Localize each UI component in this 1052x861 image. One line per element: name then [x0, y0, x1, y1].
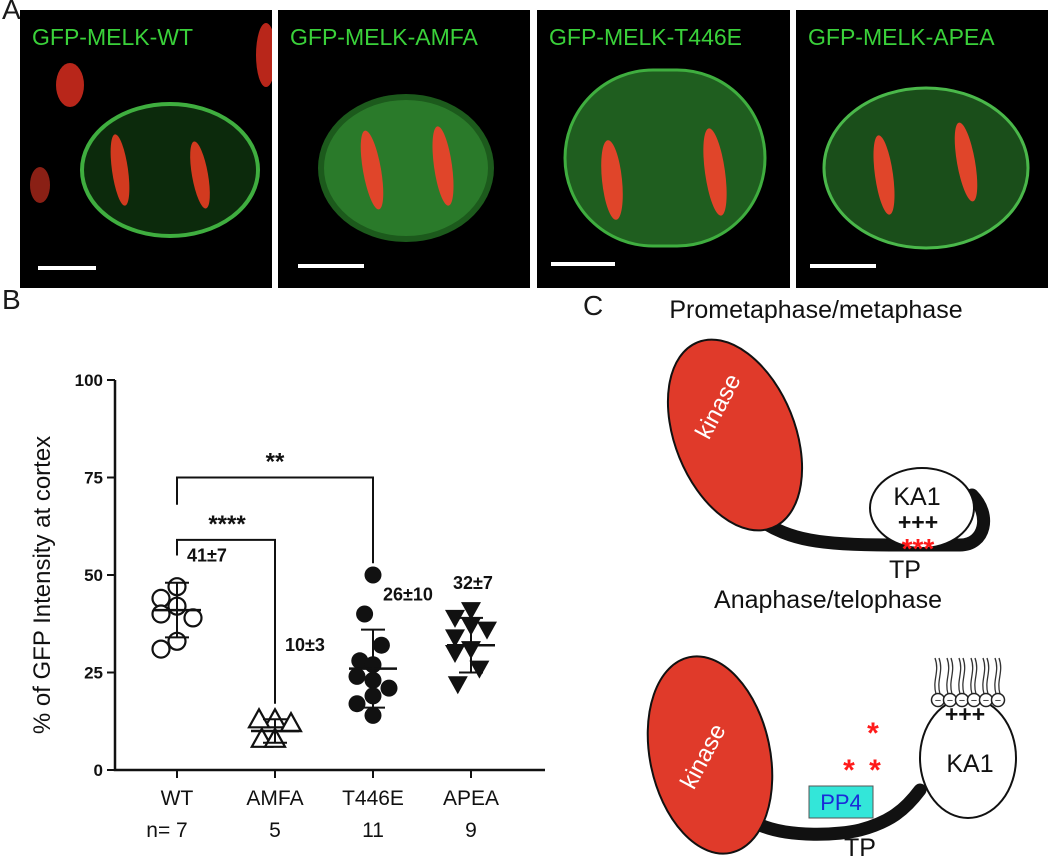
- lipid-head: [990, 692, 1006, 708]
- n-label: 11: [362, 819, 384, 842]
- model-diagram: Prometaphase/metaphase kinase KA1 +++ **…: [646, 296, 1017, 861]
- data-point: [372, 636, 390, 654]
- panel-b-letter: B: [2, 284, 21, 315]
- y-tick-label: 50: [84, 566, 103, 585]
- y-tick-label: 100: [75, 371, 103, 390]
- data-point: [151, 639, 171, 659]
- data-point: [445, 609, 465, 628]
- mean-sd-label: 32±7: [453, 573, 493, 593]
- significance-label: ****: [208, 511, 246, 538]
- data-point: [380, 679, 398, 697]
- cell-image: [30, 23, 272, 238]
- cell-image: [318, 94, 494, 242]
- pp4-label: PP4: [820, 790, 862, 815]
- scale-bar: [298, 264, 364, 268]
- ka1-label: KA1: [893, 483, 940, 511]
- cell-image: [563, 68, 767, 248]
- tp-linker-bottom: [753, 783, 927, 841]
- micrograph-amfa: GFP-MELK-AMFA: [278, 10, 530, 288]
- image-label: GFP-MELK-APEA: [808, 24, 995, 50]
- negative-charge: −: [935, 695, 941, 707]
- data-point: [447, 676, 468, 695]
- tp-label-top: TP: [889, 556, 921, 584]
- data-point: [469, 660, 490, 679]
- image-label: GFP-MELK-AMFA: [290, 24, 478, 50]
- data-point: [279, 710, 303, 733]
- significance-label: **: [266, 449, 285, 476]
- negative-charge: −: [959, 695, 965, 707]
- lipid-tail: [982, 657, 990, 695]
- data-point: [351, 652, 369, 670]
- scale-bar: [810, 264, 876, 268]
- lipid-membrane: −−−−−−: [930, 657, 1006, 708]
- anaphase-title: Anaphase/telophase: [714, 586, 942, 614]
- significance-bracket: [176, 538, 276, 704]
- tp-label-bottom: TP: [844, 834, 876, 861]
- data-point: [348, 667, 366, 685]
- mean-sd-label: 10±3: [285, 635, 325, 655]
- negative-charge: −: [995, 695, 1001, 707]
- phospho-stars: ***: [902, 533, 935, 564]
- data-point: [461, 602, 481, 621]
- scatter-chart: % of GFP Intensity at cortex 0 25 50 75 100W…: [29, 371, 545, 842]
- data-point: [151, 588, 171, 608]
- data-marks: 41±7 10±3 26±10 32±7: [151, 546, 497, 748]
- scale-bar: [551, 262, 615, 266]
- data-point: [364, 706, 382, 724]
- scale-bar: [38, 266, 96, 270]
- lipid-tail: [994, 657, 1002, 695]
- mean-sd-label: 41±7: [187, 546, 227, 566]
- phospho-star: *: [843, 754, 855, 787]
- ka1-label-bottom: KA1: [946, 750, 993, 778]
- lipid-tail: [958, 657, 966, 695]
- micrograph-wt: GFP-MELK-WT: [20, 10, 272, 288]
- negative-charge: −: [971, 695, 977, 707]
- y-tick-label: 25: [84, 664, 103, 683]
- n-label: 9: [465, 819, 477, 842]
- panel-a-letter: A: [2, 0, 21, 25]
- phospho-star: *: [869, 754, 881, 787]
- data-point: [348, 695, 366, 713]
- lipid-tail: [934, 657, 942, 695]
- y-tick-label: 0: [94, 761, 103, 780]
- micrograph-t446e: GFP-MELK-T446E: [537, 10, 790, 288]
- data-point: [445, 629, 465, 648]
- data-point: [356, 605, 374, 623]
- data-point: [364, 566, 382, 584]
- n-label: n= 7: [146, 819, 187, 842]
- pp4-box: [808, 785, 874, 819]
- phospho-star: *: [867, 717, 879, 750]
- x-tick-label: APEA: [443, 787, 499, 810]
- significance-bracket: [176, 476, 374, 564]
- mean-sd-label: 26±10: [383, 585, 433, 605]
- lipid-tail: [946, 657, 954, 695]
- x-tick-label: WT: [161, 787, 194, 810]
- kinase-domain-bottom: [646, 655, 774, 855]
- data-point: [183, 608, 203, 628]
- panel-c-letter: C: [583, 290, 604, 321]
- n-label: 5: [269, 819, 281, 842]
- x-tick-label: AMFA: [246, 787, 303, 810]
- negative-charge: −: [983, 695, 989, 707]
- data-point: [477, 621, 497, 640]
- image-label: GFP-MELK-T446E: [549, 24, 742, 50]
- micrograph-apea: GFP-MELK-APEA: [796, 10, 1048, 288]
- negative-charge: −: [947, 695, 953, 707]
- tp-linker: [753, 488, 991, 552]
- lipid-tail: [970, 657, 978, 695]
- y-tick-label: 75: [84, 469, 103, 488]
- kinase-domain: [666, 338, 804, 532]
- y-axis-label: % of GFP Intensity at cortex: [29, 436, 56, 734]
- data-point: [151, 604, 171, 624]
- ka1-domain: [869, 467, 975, 549]
- plus-charges: +++: [898, 509, 938, 535]
- image-label: GFP-MELK-WT: [32, 24, 193, 50]
- prometaphase-title: Prometaphase/metaphase: [669, 296, 962, 324]
- data-point: [445, 645, 465, 663]
- cell-image: [822, 86, 1030, 250]
- x-tick-label: T446E: [342, 787, 404, 810]
